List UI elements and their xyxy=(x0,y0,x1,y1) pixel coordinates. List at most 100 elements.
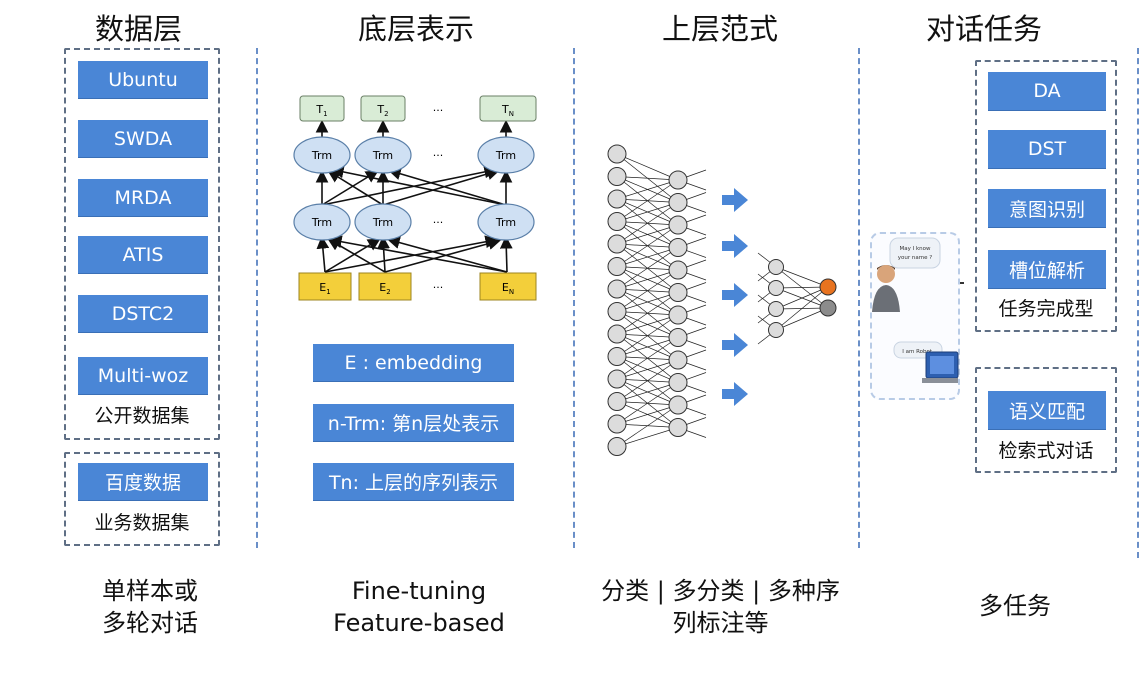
svg-text:Trm: Trm xyxy=(495,149,516,162)
task-slot-parsing: 槽位解析 xyxy=(988,250,1106,288)
business-datasets-caption: 业务数据集 xyxy=(94,512,190,534)
nn-hidden-neuron xyxy=(668,260,688,280)
nn-input-neuron xyxy=(607,167,627,186)
nn-hidden-neuron xyxy=(668,238,688,257)
nn-input-neuron xyxy=(607,414,627,434)
nn-hidden-neuron xyxy=(668,328,688,347)
svg-text:your name ?: your name ? xyxy=(898,255,932,261)
nn-input-neuron xyxy=(607,212,627,231)
footer-paradigm-line1: 分类 | 多分类 | 多种序 xyxy=(601,577,840,605)
nn-hidden-neuron xyxy=(668,170,688,190)
chat-illustration-art: May I know your name ? I am Robot. xyxy=(872,237,959,383)
trm-layer1-ellipsis: ··· xyxy=(433,216,444,229)
nn-input-neuron xyxy=(607,234,627,254)
nn-hidden-neuron xyxy=(668,418,688,437)
svg-text:Trm: Trm xyxy=(372,149,393,162)
footer-representation-line1: Fine-tuning xyxy=(351,577,487,605)
nn-input-neuron xyxy=(607,189,627,209)
trm-layer2-node-1: Trm xyxy=(293,136,351,174)
public-datasets-caption: 公开数据集 xyxy=(94,405,190,427)
trm-layer2-ellipsis: ··· xyxy=(433,149,444,162)
task-dst: DST xyxy=(988,130,1106,168)
embedding-token-e1: E1 xyxy=(298,272,352,301)
header-representation: 底层表示 xyxy=(358,12,475,46)
trm-layer2-node-2: Trm xyxy=(354,136,412,174)
nn-input-neuron xyxy=(607,369,627,389)
footer-paradigm: 分类 | 多分类 | 多种序 列标注等 xyxy=(588,575,853,639)
legend-embedding: E : embedding xyxy=(313,344,514,381)
nn-hidden-neuron xyxy=(668,350,688,370)
user-speech-bubble: May I know your name ? xyxy=(889,237,941,269)
trm-layer1-node-1: Trm xyxy=(293,203,351,241)
computer-icon xyxy=(922,351,959,383)
layer2-to-output-arrows xyxy=(315,119,513,138)
nn-hidden-neuron xyxy=(668,305,688,325)
nn-input-neuron xyxy=(607,257,627,276)
blue-arrow-icon xyxy=(722,234,748,258)
footer-data-layer-line2: 多轮对话 xyxy=(102,609,198,637)
footer-dialogue-tasks: 多任务 xyxy=(950,590,1080,622)
embedding-to-layer1-arrows xyxy=(316,235,513,273)
trm-layer1-node-2: Trm xyxy=(354,203,412,241)
person-icon xyxy=(872,265,900,312)
dataset-ubuntu: Ubuntu xyxy=(78,61,208,98)
layer1-to-layer2-arrows xyxy=(315,165,513,206)
dataset-dstc2: DSTC2 xyxy=(78,295,208,332)
footer-data-layer-line1: 单样本或 xyxy=(102,577,198,605)
embedding-token-ellipsis: ··· xyxy=(433,281,444,294)
business-datasets-box xyxy=(64,452,220,546)
nn-connections xyxy=(616,153,829,447)
svg-text:Trm: Trm xyxy=(495,216,516,229)
public-datasets-box xyxy=(64,48,220,440)
blue-arrow-icon xyxy=(722,382,748,406)
dataset-mrda: MRDA xyxy=(78,179,208,216)
header-dialogue-tasks: 对话任务 xyxy=(926,12,1043,46)
header-paradigm: 上层范式 xyxy=(662,12,779,46)
connector-tick xyxy=(960,282,964,284)
legend-tn: Tn: 上层的序列表示 xyxy=(313,463,514,500)
blue-arrow-icon xyxy=(722,333,748,357)
svg-text:Trm: Trm xyxy=(311,216,332,229)
retrieval-box xyxy=(975,367,1117,473)
svg-text:I am Robot.: I am Robot. xyxy=(902,349,934,355)
nn-output-neuron-active xyxy=(819,278,837,296)
svg-text:E1: E1 xyxy=(319,281,330,296)
output-token-t1: T1 xyxy=(299,95,345,122)
nn-head-neuron xyxy=(768,280,784,296)
footer-representation: Fine-tuning Feature-based xyxy=(314,575,524,639)
footer-dialogue-tasks-line1: 多任务 xyxy=(979,592,1051,620)
blue-arrow-icon xyxy=(722,188,748,212)
svg-text:E2: E2 xyxy=(379,281,390,296)
nn-head-neuron xyxy=(768,322,784,338)
svg-text:Trm: Trm xyxy=(311,149,332,162)
output-token-tn: TN xyxy=(479,95,537,122)
nn-head-neuron xyxy=(768,259,784,275)
trm-layer1-node-n: Trm xyxy=(477,203,535,241)
header-data-layer: 数据层 xyxy=(95,12,183,46)
nn-input-neuron xyxy=(607,144,627,164)
nn-hidden-neuron xyxy=(668,283,688,302)
footer-data-layer: 单样本或 多轮对话 xyxy=(65,575,235,639)
nn-hidden-neuron xyxy=(668,373,688,392)
neural-network-diagram xyxy=(607,144,837,456)
separator-2 xyxy=(573,48,575,548)
dataset-swda: SWDA xyxy=(78,120,208,157)
transformer-diagram: T1 T2 ··· TN Trm Trm ··· Trm Trm Trm ···… xyxy=(293,95,537,301)
footer-paradigm-line2: 列标注等 xyxy=(672,609,769,637)
legend-n-trm: n-Trm: 第n层处表示 xyxy=(313,404,514,441)
separator-4 xyxy=(1137,48,1139,558)
task-da: DA xyxy=(988,72,1106,110)
nn-output-neuron xyxy=(819,299,837,317)
nn-hidden-neuron xyxy=(668,395,688,415)
nn-input-neuron xyxy=(607,347,627,366)
footer-representation-line2: Feature-based xyxy=(333,609,505,637)
embedding-token-en: EN xyxy=(479,272,537,301)
task-oriented-box xyxy=(975,60,1117,332)
task-intent-recognition: 意图识别 xyxy=(988,189,1106,227)
dataset-atis: ATIS xyxy=(78,236,208,273)
dataset-baidu: 百度数据 xyxy=(78,463,208,500)
output-token-ellipsis: ··· xyxy=(433,104,444,117)
output-token-t2: T2 xyxy=(360,95,406,122)
nn-input-neuron xyxy=(607,392,627,411)
nn-input-neuron xyxy=(607,437,627,456)
